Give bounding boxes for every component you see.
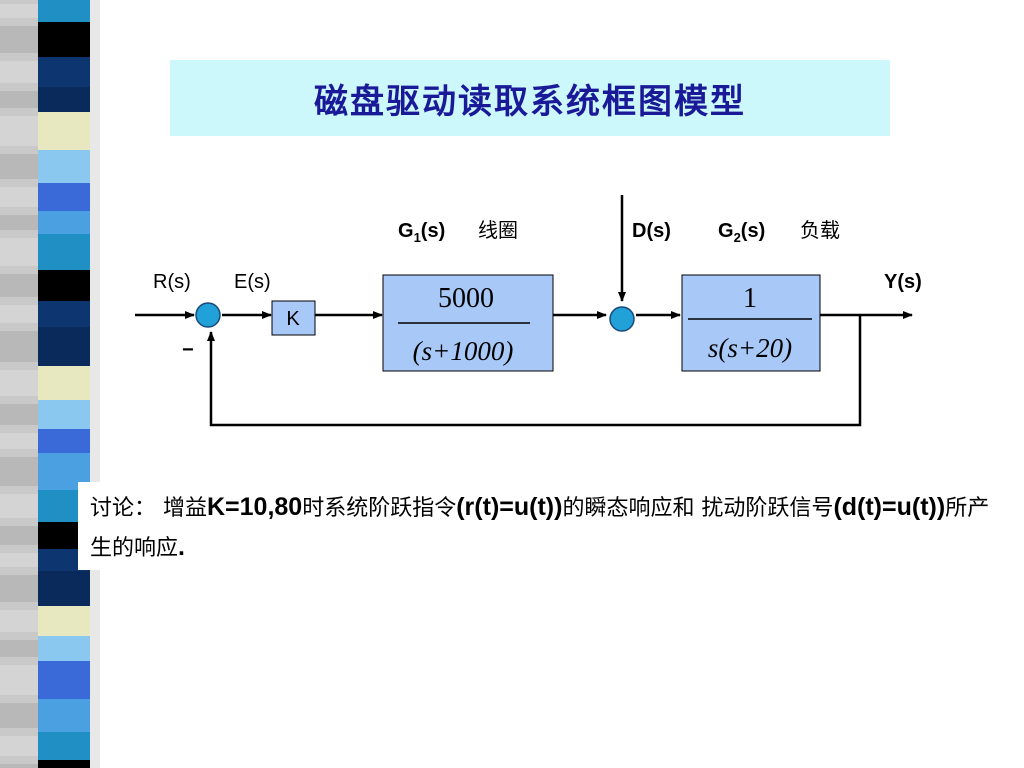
- stripe-shade: [0, 553, 38, 567]
- stripe-block: [38, 549, 90, 571]
- disturbance-input-eq: (d(t)=u(t)): [833, 493, 946, 521]
- g2-denominator: s(s+20): [708, 333, 792, 363]
- stripe-block: [38, 150, 90, 183]
- stripe-block: [38, 400, 90, 429]
- k-block-label: K: [286, 308, 300, 330]
- discussion-period: .: [178, 533, 185, 561]
- g1-denominator: (s+1000): [413, 336, 514, 366]
- stripe-shade: [0, 433, 38, 449]
- summing-junction-2: [609, 306, 635, 332]
- stripe-block: [38, 699, 90, 732]
- g2-subscript: 2: [734, 230, 741, 245]
- stripe-shade: [0, 238, 38, 266]
- stripe-block: [38, 732, 90, 760]
- gain-values: K=10,80: [207, 493, 303, 521]
- g2-block: [681, 274, 821, 372]
- es-label: E(s): [234, 271, 271, 293]
- stripe-shade: [0, 61, 38, 83]
- stripe-block: [38, 327, 90, 366]
- stripe-block: [38, 301, 90, 327]
- k-block: [271, 300, 316, 336]
- ys-label: Y(s): [884, 271, 922, 293]
- stripe-shade: [0, 640, 38, 657]
- stripe-shade: [0, 703, 38, 728]
- g1-arg: (s): [421, 220, 445, 242]
- stripe-block: [38, 234, 90, 270]
- discussion-part-4: 所产生的响应: [90, 496, 990, 561]
- stripe-block: [38, 183, 90, 211]
- stripe-shade: [0, 610, 38, 632]
- feedback-path: [207, 315, 862, 427]
- stripe-shade: [0, 26, 38, 53]
- stripe-shade: [0, 274, 38, 297]
- g1-subscript: 1: [414, 230, 421, 245]
- stripe-block: [38, 87, 90, 112]
- g2-name: 负载: [800, 218, 840, 242]
- stripe-block: [38, 429, 90, 453]
- stripe-shade: [0, 4, 38, 18]
- g1-label: G1(s) 线圈: [398, 218, 518, 245]
- reference-input-eq: (r(t)=u(t)): [456, 493, 563, 521]
- rs-label: R(s): [153, 271, 191, 293]
- title-banner: 磁盘驱动读取系统框图模型: [170, 60, 890, 136]
- stripe-shade: [0, 215, 38, 230]
- stripe-block: [38, 0, 90, 22]
- discussion-part-3: 的瞬态响应和 扰动阶跃信号: [562, 496, 834, 521]
- discussion-part-2: 时系统阶跃指令: [302, 496, 457, 521]
- svg-text:G2(s): G2(s): [718, 220, 765, 245]
- stripe-block: [38, 636, 90, 661]
- stripe-block: [38, 661, 90, 699]
- ds-label: D(s): [632, 220, 671, 242]
- g1-name: 线圈: [478, 218, 518, 242]
- discussion-part-1: 讨论： 增益: [90, 496, 207, 521]
- g2-numerator: 1: [743, 283, 757, 314]
- stripe-block: [38, 606, 90, 636]
- g1-letter: G: [398, 220, 414, 242]
- stripe-shade: [0, 457, 38, 486]
- g2-letter: G: [718, 220, 734, 242]
- stripe-block: [38, 571, 90, 606]
- stripe-block: [38, 22, 90, 57]
- stripe-shade: [0, 331, 38, 362]
- stripe-shade: [0, 91, 38, 108]
- stripe-shade: [0, 665, 38, 695]
- stripe-shade: [0, 370, 38, 396]
- feedback-minus-sign: −: [182, 339, 194, 361]
- stripe-shade: [0, 305, 38, 323]
- stripe-block: [38, 112, 90, 150]
- stripe-shade: [0, 404, 38, 425]
- stripe-block: [38, 57, 90, 87]
- stripe-shade: [0, 154, 38, 179]
- g1-numerator: 5000: [438, 283, 494, 314]
- discussion-text: 讨论： 增益K=10,80时系统阶跃指令(r(t)=u(t))的瞬态响应和 扰动…: [78, 482, 1008, 570]
- stripe-shade: [0, 764, 38, 768]
- summing-junction-1: [195, 302, 221, 328]
- stripe-shade: [0, 116, 38, 146]
- stripe-shade: [0, 494, 38, 518]
- page-title: 磁盘驱动读取系统框图模型: [314, 81, 746, 122]
- stripe-block: [38, 366, 90, 400]
- stripe-shade: [0, 575, 38, 602]
- stripe-block: [38, 211, 90, 234]
- g2-arg: (s): [741, 220, 765, 242]
- decorative-stripe: [0, 0, 100, 768]
- stripe-shade: [0, 526, 38, 545]
- stripe-block: [38, 760, 90, 768]
- stripe-shade: [0, 187, 38, 207]
- g2-label: G2(s) 负载: [718, 218, 840, 245]
- svg-text:G1(s): G1(s): [398, 220, 445, 245]
- stripe-block: [38, 270, 90, 301]
- stripe-shade: [0, 736, 38, 756]
